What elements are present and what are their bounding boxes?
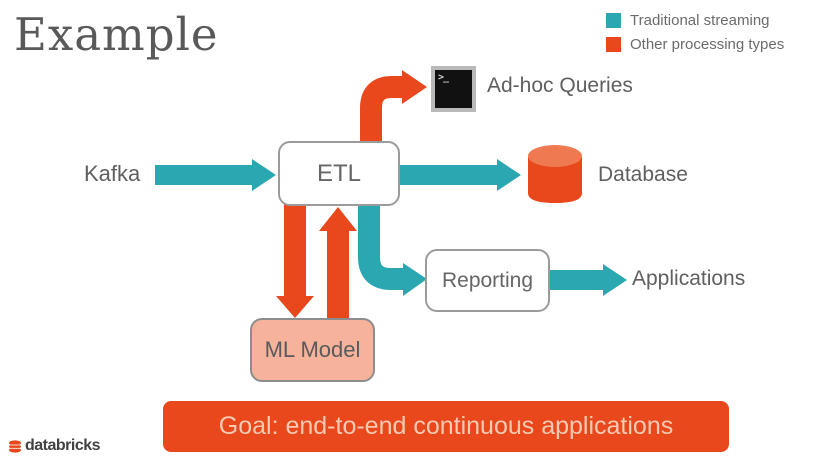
databricks-wordmark: databricks (25, 437, 101, 454)
adhoc-queries-label: Ad-hoc Queries (487, 74, 633, 97)
goal-banner: Goal: end-to-end continuous applications (163, 401, 729, 452)
databricks-logo: databricks (8, 437, 101, 455)
arrow-etl-to-mlmodel (276, 200, 314, 318)
arrow-etl-to-database (399, 159, 521, 191)
kafka-label: Kafka (84, 161, 141, 186)
databricks-bricks-icon (9, 439, 21, 453)
slide-title: Example (14, 8, 219, 61)
legend: Traditional streaming Other processing t… (606, 11, 784, 59)
arrow-mlmodel-to-etl (319, 207, 357, 320)
reporting-node: Reporting (425, 249, 550, 312)
reporting-node-label: Reporting (441, 268, 534, 292)
legend-label: Traditional streaming (630, 12, 770, 29)
terminal-prompt-glyph: >_ (438, 72, 449, 83)
arrow-etl-to-adhoc (360, 70, 427, 150)
legend-item-traditional-streaming: Traditional streaming (606, 11, 784, 30)
ml-model-node: ML Model (250, 318, 375, 382)
teal-swatch-icon (606, 13, 621, 28)
legend-item-other-processing: Other processing types (606, 35, 784, 54)
legend-label: Other processing types (630, 36, 785, 53)
arrow-etl-to-reporting (358, 202, 427, 296)
applications-label: Applications (632, 267, 746, 290)
terminal-icon: >_ (431, 66, 476, 112)
goal-banner-text: Goal: end-to-end continuous applications (218, 412, 674, 440)
etl-node: ETL (278, 141, 400, 206)
arrow-kafka-to-etl (155, 159, 276, 191)
orange-swatch-icon (606, 37, 621, 52)
etl-node-label: ETL (316, 159, 361, 187)
arrow-reporting-to-applications (549, 264, 627, 296)
database-icon (528, 145, 582, 203)
database-label: Database (598, 163, 688, 186)
ml-model-node-label: ML Model (264, 337, 361, 362)
